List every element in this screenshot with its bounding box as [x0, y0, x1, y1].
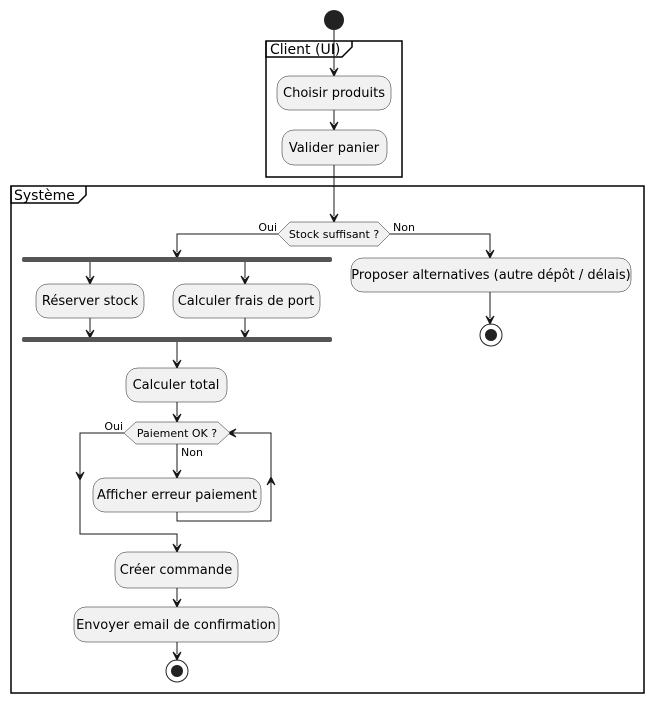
- decision-stock: Stock suffisant ? Oui Non: [258, 221, 415, 247]
- activity-choose-products-label: Choisir produits: [283, 86, 385, 101]
- system-partition-title: Système: [14, 188, 75, 204]
- end-node-alternatives: [479, 323, 503, 347]
- activity-show-payment-error: Afficher erreur paiement: [92, 477, 262, 513]
- start-node: [324, 10, 344, 30]
- edges: [75, 30, 495, 662]
- activity-send-email: Envoyer email de confirmation: [73, 606, 280, 643]
- activity-calc-shipping-label: Calculer frais de port: [178, 294, 315, 309]
- fork-bar: [22, 257, 332, 262]
- activity-calc-total-label: Calculer total: [133, 378, 220, 393]
- end-node-main: [165, 659, 189, 683]
- decision-payment-no: Non: [181, 446, 203, 459]
- activity-create-order: Créer commande: [114, 551, 239, 589]
- activity-send-email-label: Envoyer email de confirmation: [76, 618, 276, 633]
- decision-stock-label: Stock suffisant ?: [289, 228, 380, 241]
- decision-payment-yes: Oui: [104, 420, 123, 433]
- decision-stock-no: Non: [393, 221, 415, 234]
- activity-validate-cart: Valider panier: [281, 129, 388, 166]
- activity-create-order-label: Créer commande: [120, 563, 233, 578]
- decision-payment: Paiement OK ? Oui Non: [104, 420, 231, 459]
- activity-reserve-stock-label: Réserver stock: [42, 294, 139, 309]
- activity-choose-products: Choisir produits: [276, 75, 392, 111]
- system-partition: Système: [10, 185, 645, 694]
- activity-calc-shipping: Calculer frais de port: [172, 283, 321, 319]
- activity-show-payment-error-label: Afficher erreur paiement: [97, 488, 257, 503]
- activity-propose-alternatives: Proposer alternatives (autre dépôt / dél…: [350, 257, 632, 293]
- decision-stock-yes: Oui: [258, 221, 277, 234]
- activity-calc-total: Calculer total: [125, 367, 228, 403]
- activity-validate-cart-label: Valider panier: [289, 141, 380, 156]
- client-partition-title: Client (UI): [270, 42, 340, 58]
- activity-reserve-stock: Réserver stock: [35, 283, 145, 319]
- decision-payment-label: Paiement OK ?: [137, 427, 217, 440]
- join-bar: [22, 337, 332, 342]
- activity-propose-alternatives-label: Proposer alternatives (autre dépôt / dél…: [351, 268, 630, 283]
